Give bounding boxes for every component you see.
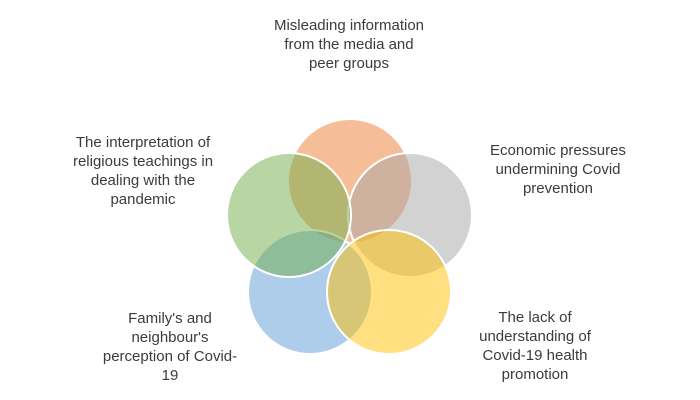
label-misleading-media: Misleading information from the media an… <box>273 17 425 72</box>
label-religious-teachings: The interpretation of religious teaching… <box>72 134 214 208</box>
label-economic-pressures: Economic pressures undermining Covid pre… <box>490 142 626 197</box>
circle-lack-of-understanding <box>326 229 452 355</box>
label-family-neighbour-perception: Family's and neighbour's perception of C… <box>102 310 238 384</box>
circle-religious-teachings <box>226 152 352 278</box>
label-lack-of-understanding: The lack of understanding of Covid-19 he… <box>479 309 591 383</box>
